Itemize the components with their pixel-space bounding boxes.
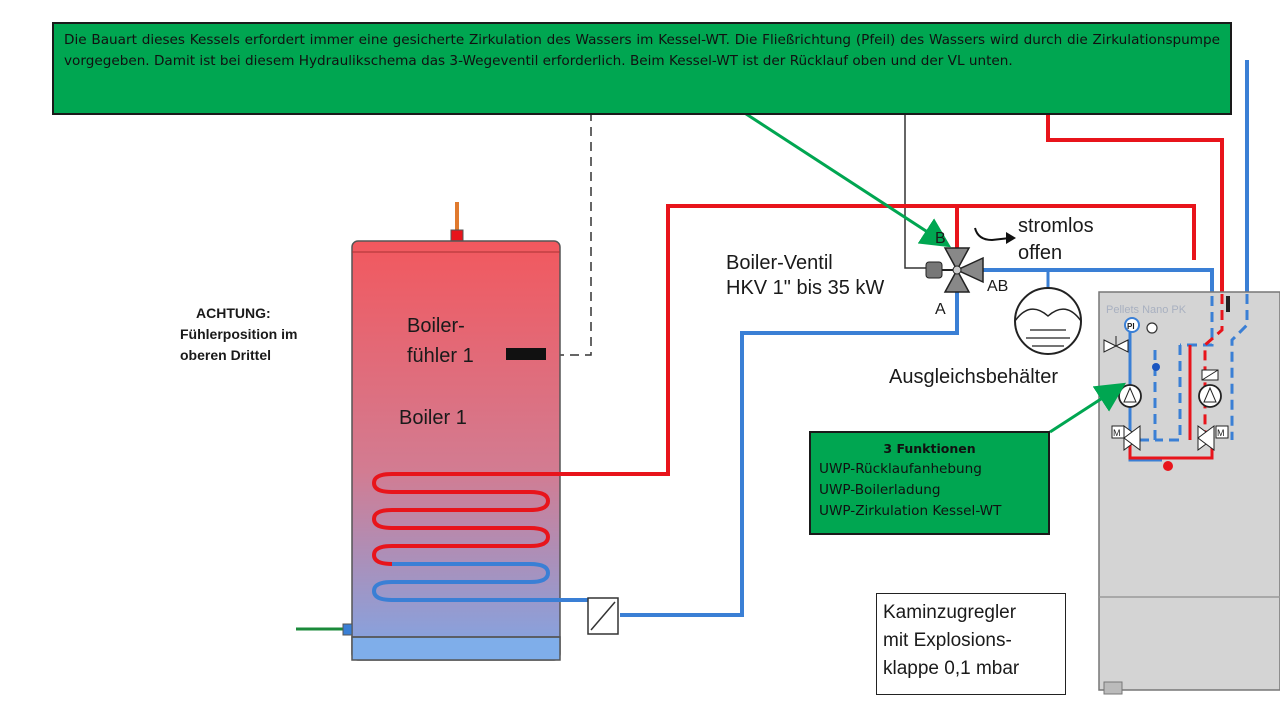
supply-pipe [560,204,1196,476]
flow-direction-arrow [974,227,1011,242]
function-item: UWP-Boilerladung [819,482,941,498]
motor-label-left: M [1113,428,1121,438]
boiler-sensor [506,348,546,360]
expansion-vessel [1014,287,1082,355]
warning-title: ACHTUNG: [196,305,271,321]
functions-note: 3 Funktionen UWP-Rücklaufanhebung UWP-Bo… [809,431,1050,535]
port-ab-label: AB [987,278,1008,295]
unit-label: Pellets Nano PK [1106,304,1187,316]
coil-cold [371,562,560,602]
pellet-boiler-unit: PI M M Pellets Nano PK [1098,291,1280,695]
expansion-label: Ausgleichsbehälter [889,366,1058,388]
note-arrow-functions [1049,382,1127,434]
check-valve [587,597,619,635]
function-item: UWP-Zirkulation Kessel-WT [819,503,1002,519]
three-way-valve [925,247,984,293]
stromlos-label-2: offen [1018,242,1062,264]
port-b-label: B [935,230,946,247]
valve-label-1: Boiler-Ventil [726,252,833,274]
pressure-gauge-label: PI [1127,322,1135,331]
warning-line-2: oberen Drittel [180,347,271,363]
note-arrow-top [739,108,952,248]
warning-line-1: Fühlerposition im [180,326,297,342]
valve-control-cable [904,110,928,269]
info-note-top: Die Bauart dieses Kessels erfordert imme… [52,22,1232,115]
functions-title: 3 Funktionen [883,441,976,456]
return-pipe-2 [620,290,959,617]
draft-regulator-box: Kaminzugregler mit Explosions- klappe 0,… [876,593,1066,695]
sensor-label-1: Boiler- [407,315,465,337]
ab-pipe [982,268,1214,296]
motor-label-right: M [1217,428,1225,438]
boiler-label: Boiler 1 [399,407,467,429]
info-note-text: Die Bauart dieses Kessels erfordert imme… [64,32,1220,69]
boiler-1 [351,202,561,661]
flow-pipe-right [1046,112,1224,294]
stromlos-label-1: stromlos [1018,215,1094,237]
function-item: UWP-Rücklaufanhebung [819,461,982,477]
port-a-label: A [935,301,946,318]
coil-hot [371,472,560,566]
sensor-label-2: fühler 1 [407,345,474,367]
valve-label-2: HKV 1" bis 35 kW [726,277,884,299]
